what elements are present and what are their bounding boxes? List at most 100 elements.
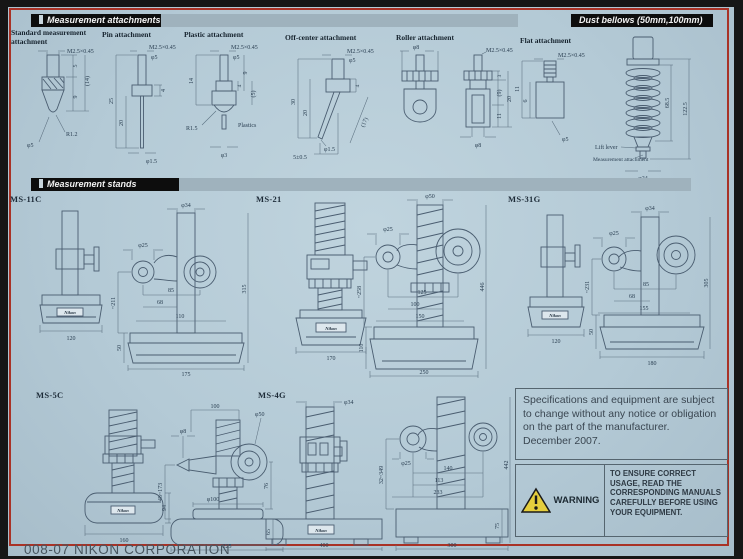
- dim-front-base: 160: [120, 538, 129, 544]
- dim-w1: 125: [418, 290, 427, 296]
- attachments-header: Measurement attachments: [31, 14, 161, 27]
- plastic-attachment-drawing: M2.5×0.45 φ5 14 9 4 (5) R1.5 Plastics φ3: [186, 45, 258, 159]
- dim-top-w: 100: [211, 404, 220, 410]
- title-plastic-attachment: Plastic attachment: [184, 30, 244, 39]
- warning-text: TO ENSURE CORRECT USAGE, READ THE CORRES…: [610, 469, 721, 517]
- dim-len1: 25: [109, 98, 115, 104]
- model-label-ms5c: MS-5C: [36, 390, 64, 400]
- dim-wheel-h: 76: [264, 483, 270, 489]
- dim-dia-spindle: φ25: [383, 227, 392, 233]
- attachments-header-label: Measurement attachments: [47, 15, 161, 25]
- stands-header: Measurement stands: [31, 178, 179, 191]
- dim-collar: 4: [355, 84, 361, 87]
- lift-lever-label: Lift lever: [595, 144, 618, 151]
- header-mark: [39, 15, 43, 24]
- dim-h3: 9: [73, 96, 79, 99]
- ms4g-drawing: φ34 Nikon 400 φ25 32~349 140 113 233: [265, 396, 511, 551]
- dim-thread: M2.5×0.45: [486, 48, 513, 54]
- dim-inner-height: 68.5: [665, 98, 671, 109]
- dim-w1: 85: [168, 288, 174, 294]
- dim-front-base: 400: [320, 543, 329, 549]
- dim-len2: 20: [119, 120, 125, 126]
- dim-stroke: ~211: [111, 297, 117, 309]
- warning-triangle-icon: [520, 487, 551, 513]
- notice-text: Specifications and equipment are subject…: [523, 394, 717, 447]
- roller-attachment-drawing: φ8 M2.5×0.45 3 (9) 11 20 φ8: [400, 45, 513, 149]
- dim-h1: 5: [73, 65, 79, 68]
- dim-thread: M2.5×0.45: [558, 53, 585, 59]
- dim-radius: R1.5: [186, 126, 198, 132]
- warning-label: WARNING: [553, 495, 600, 506]
- dim-offset: 5±0.5: [293, 155, 307, 161]
- dim-dia-spindle: φ8: [180, 429, 186, 435]
- copyright-footer: 008-07 NIKON CORPORATION: [24, 542, 231, 556]
- dim-slant: (17): [359, 116, 369, 128]
- dim-dia-base: φ100: [207, 497, 219, 503]
- dim-dia: φ5: [349, 58, 355, 64]
- dim-total-h: 442: [504, 461, 510, 470]
- header-mark: [39, 179, 43, 188]
- dim-front-base: 120: [67, 336, 76, 342]
- dim-h2: 4: [237, 84, 243, 87]
- warning-box: WARNING TO ENSURE CORRECT USAGE, READ TH…: [515, 464, 728, 537]
- dim-stroke: ~231: [585, 281, 591, 293]
- dim-collar: 4: [161, 89, 167, 92]
- dim-h4: 11: [497, 113, 503, 119]
- dim-dia: φ5: [562, 137, 568, 143]
- dim-w1: 140: [444, 466, 453, 472]
- material-label: Plastics: [238, 123, 257, 129]
- dim-dia-top: φ34: [645, 206, 654, 212]
- model-label-ms4g: MS-4G: [258, 390, 286, 400]
- title-roller-attachment: Roller attachment: [396, 33, 454, 42]
- dim-dia-top: φ50: [425, 194, 434, 200]
- dim-dia-top: φ34: [181, 203, 190, 209]
- dim-w3: 110: [176, 314, 185, 320]
- dim-base-h: 50: [117, 345, 123, 351]
- dim-dia2: φ8: [475, 143, 481, 149]
- dim-radius: R1.2: [66, 132, 78, 138]
- dim-h1: 11: [515, 86, 521, 92]
- ms11c-drawing: Nikon 120 φ34 φ25 ~211 85 68 110 50 175 …: [39, 203, 249, 378]
- brand-plate: Nikon: [548, 313, 561, 318]
- dim-w2: 100: [411, 302, 420, 308]
- dim-len: 14: [189, 78, 195, 84]
- dim-outer-height: 122.5: [683, 102, 689, 116]
- title-standard-attachment: Standard measurement attachment: [11, 28, 87, 46]
- notice-box: Specifications and equipment are subject…: [515, 388, 728, 460]
- dim-thread: M2.5×0.45: [231, 45, 258, 51]
- dim-w2: 68: [157, 300, 163, 306]
- catalog-page: Measurement attachments Dust bellows (50…: [8, 7, 734, 556]
- dim-stroke: 48~173: [158, 483, 164, 501]
- dim-total-h: 446: [480, 283, 486, 292]
- dim-dia: φ5: [151, 55, 157, 61]
- warning-left-cell: WARNING: [516, 465, 605, 536]
- dim-dia-top: φ50: [255, 412, 264, 418]
- measurement-attachment-label: Measurement attachment: [593, 157, 649, 163]
- dim-base-h: 75: [495, 523, 501, 529]
- flat-attachment-drawing: M2.5×0.45 11 6 φ5: [515, 53, 585, 143]
- ms21-drawing: Nikon 170 φ50 φ25 ~258 125 100 150 110: [295, 194, 487, 378]
- dim-w2: 113: [435, 478, 444, 484]
- dim-front-base: 170: [327, 356, 336, 362]
- dim-h2: (14): [84, 76, 91, 86]
- title-pin-attachment: Pin attachment: [102, 30, 151, 39]
- dim-h1: 9: [243, 72, 249, 75]
- dim-w2: 68: [629, 294, 635, 300]
- dim-h2: (9): [496, 90, 503, 97]
- dim-total-h: 305: [704, 279, 710, 288]
- dim-w3: 150: [416, 314, 425, 320]
- dim-tip: φ1.5: [324, 147, 335, 153]
- model-label-ms11c: MS-11C: [10, 194, 42, 204]
- dim-side-base: 250: [420, 370, 429, 376]
- dim-side-base: 225: [223, 544, 232, 550]
- title-flat-attachment: Flat attachment: [520, 36, 572, 45]
- dim-base-h: 65: [266, 529, 272, 535]
- dim-dia1: φ8: [413, 45, 419, 51]
- dim-total-h: 315: [242, 285, 248, 294]
- dust-bellows-drawing: 68.5 122.5 Lift lever Measurement attach…: [593, 36, 691, 182]
- dim-thread: M2.5×0.45: [67, 49, 94, 55]
- dim-tip: φ3: [221, 153, 227, 159]
- title-offcenter-attachment: Off-center attachment: [285, 33, 357, 42]
- bellows-header-label: Dust bellows (50mm,100mm): [579, 15, 703, 25]
- dim-dia: φ5: [27, 143, 33, 149]
